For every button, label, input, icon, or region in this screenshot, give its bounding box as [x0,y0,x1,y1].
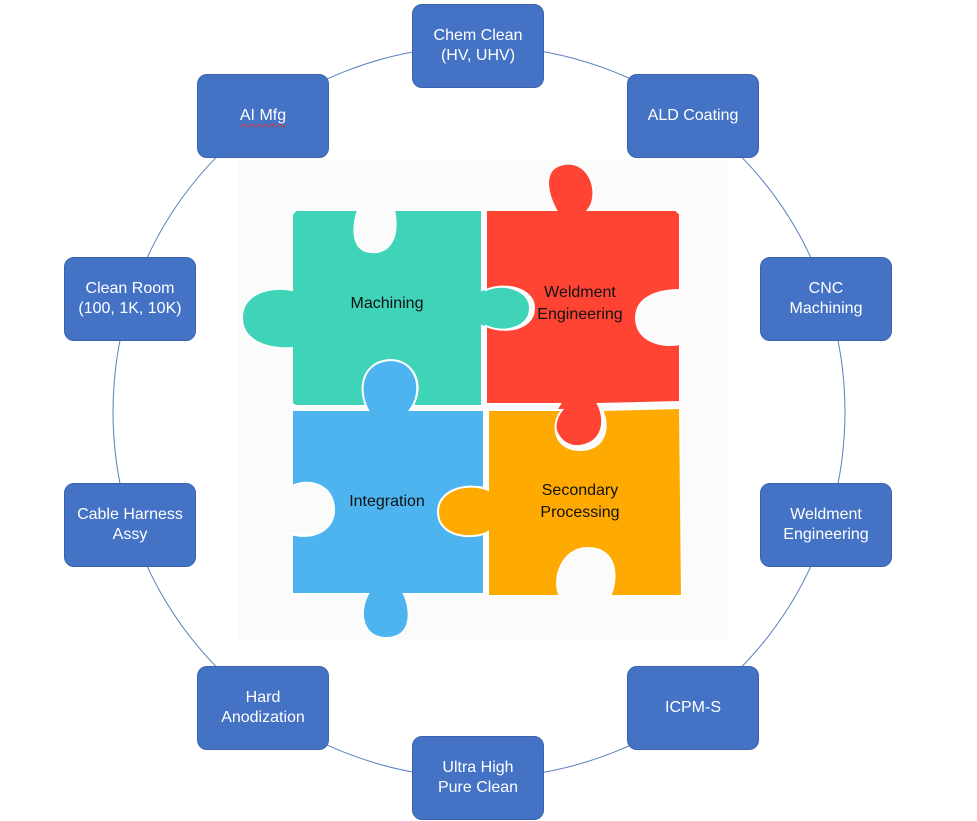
puzzle-piece-secondary-processing[interactable] [436,406,684,597]
puzzle-label-machining: Machining [350,295,424,312]
node-icpm-s[interactable]: ICPM-S [627,666,759,750]
node-label: Weldment Engineering [783,506,869,543]
node-label: AI Mfg [239,107,287,124]
node-label: Clean Room (100, 1K, 10K) [78,280,182,317]
node-ald-coating[interactable]: ALD Coating [627,74,759,158]
node-label: Chem Clean (HV, UHV) [433,27,523,64]
puzzle-piece-weldment-engineering[interactable] [485,162,681,448]
node-clean-room[interactable]: Clean Room (100, 1K, 10K) [64,257,196,341]
node-label: Hard Anodization [221,689,305,726]
puzzle-piece-integration[interactable] [291,358,485,640]
node-ultra-high-pure-clean[interactable]: Ultra High Pure Clean [412,736,544,820]
node-cnc-machining[interactable]: CNC Machining [760,257,892,341]
node-ai-mfg[interactable]: AI Mfg [197,74,329,158]
node-label: Ultra High Pure Clean [437,759,519,796]
node-label: Cable Harness Assy [77,506,183,543]
puzzle-label-secondary-processing: Secondary Processing [540,482,620,521]
node-chem-clean[interactable]: Chem Clean (HV, UHV) [412,4,544,88]
node-label: ICPM-S [665,699,721,716]
node-label: ALD Coating [647,107,739,124]
puzzle-label-integration: Integration [349,493,425,510]
node-hard-anodization[interactable]: Hard Anodization [197,666,329,750]
node-label: CNC Machining [789,280,863,317]
puzzle-label-weldment-engineering: Weldment Engineering [537,284,623,323]
node-cable-harness-assy[interactable]: Cable Harness Assy [64,483,196,567]
node-weldment-engineering[interactable]: Weldment Engineering [760,483,892,567]
